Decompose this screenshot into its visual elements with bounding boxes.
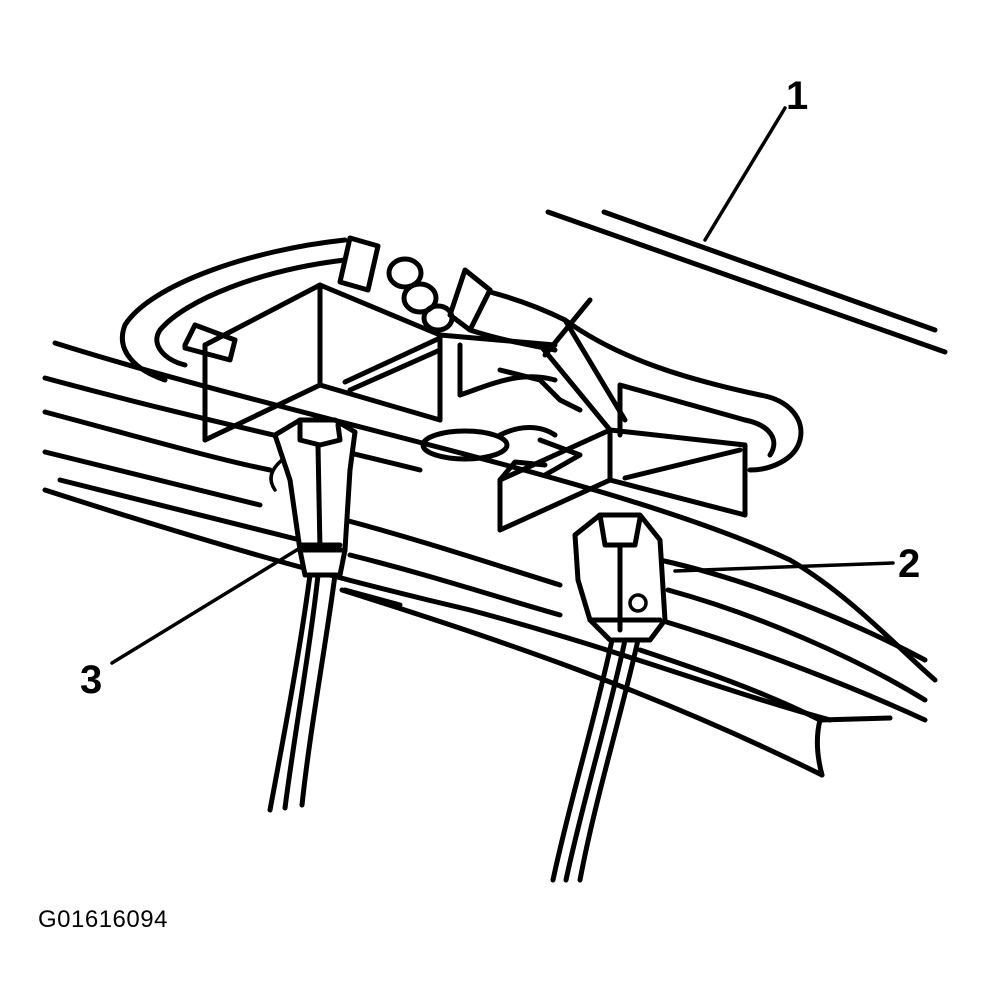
bracket-housing: [182, 282, 748, 533]
harness-clip: [337, 235, 568, 353]
callout-label-1: 1: [786, 74, 809, 118]
connector-3: [267, 417, 358, 813]
leader-line-3: [110, 546, 302, 665]
headliner-panel: [42, 340, 938, 778]
leader-line-2: [673, 561, 895, 573]
roof-panel: [545, 209, 948, 355]
connector-2: [550, 512, 668, 883]
harness-loop: [119, 237, 804, 473]
leader-line-1: [703, 106, 787, 242]
callout-label-3: 3: [80, 658, 103, 702]
figure-identifier: G01616094: [38, 906, 168, 933]
callout-label-2: 2: [898, 542, 921, 586]
leader-lines: [110, 106, 895, 665]
